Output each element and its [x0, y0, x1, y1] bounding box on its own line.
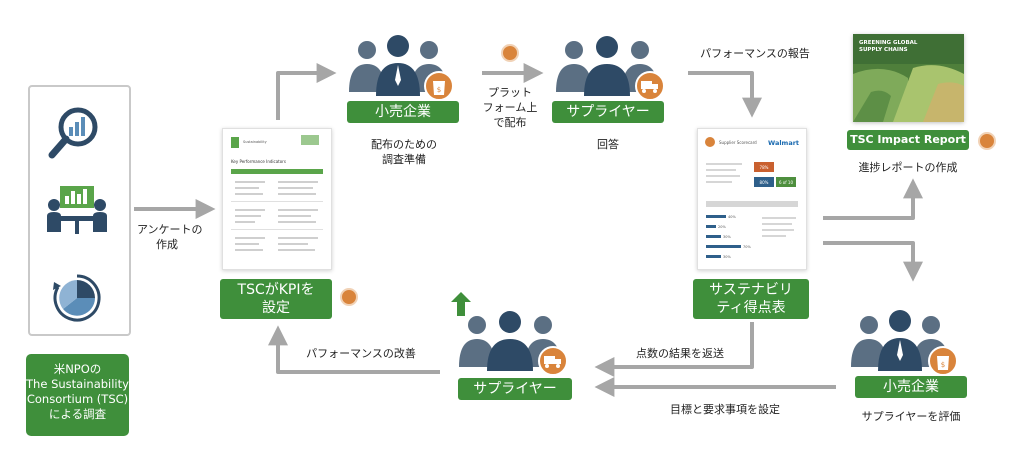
return-results-text: 点数の結果を返送 [636, 347, 724, 360]
magnifier-chart-icon [48, 107, 98, 159]
distribute-text: プラットフォーム上で配布 [482, 86, 538, 129]
svg-text:6 of 10: 6 of 10 [779, 180, 793, 185]
svg-text:Walmart: Walmart [768, 139, 799, 147]
perf-report-text: パフォーマンスの報告 [700, 47, 810, 60]
green-up-arrow [451, 292, 471, 316]
distribute-dot [501, 44, 519, 62]
kpi-dot [340, 288, 358, 306]
scorecard-bars: 40% 20% 30% 70% 30% [706, 215, 751, 259]
scorecard-bar [706, 235, 721, 238]
meeting-icon [47, 186, 107, 234]
pie-chart-icon [53, 274, 101, 322]
svg-text:Supplier Scorecard: Supplier Scorecard [719, 140, 757, 145]
prep-text: 配布のための調査準備 [371, 138, 437, 166]
arrow-scorecard-to-supplier [594, 322, 754, 377]
arrow-supplier-to-kpi [268, 325, 440, 374]
impact-report-dot [978, 132, 996, 150]
consortium-line-1: 米NPOの [53, 362, 102, 376]
supplier-bottom-label: サプライヤー [458, 378, 572, 400]
supplier-bottom-group-icon [459, 311, 568, 376]
retailer-bottom-group-icon: $ [851, 310, 958, 376]
svg-text:SUPPLY CHAINS: SUPPLY CHAINS [859, 47, 908, 53]
scorecard-bar-label: 40% [728, 215, 736, 219]
scorecard-bar-label: 30% [723, 255, 731, 259]
arrow-scorecard-to-retailer [823, 241, 923, 282]
scorecard-bar [706, 215, 726, 218]
scorecard-bar [706, 255, 721, 258]
consortium-line-4: による調査 [48, 407, 107, 421]
arrow-scorecard-to-report [823, 178, 923, 220]
survey-create-text: アンケートの作成 [137, 223, 203, 251]
targets-text: 目標と要求事項を設定 [670, 403, 780, 416]
supplier-top-label: サプライヤー [552, 101, 664, 123]
scorecard-document: Supplier Scorecard Walmart 78% 80% 6 of … [697, 128, 807, 270]
evaluate-text: サプライヤーを評価 [861, 410, 961, 423]
retailer-bottom-label: 小売企業 [855, 376, 967, 398]
retailer-top-label: 小売企業 [347, 101, 459, 123]
retailer-group-icon: $ [349, 35, 454, 101]
arrow-supplier-to-scorecard [688, 71, 762, 118]
scorecard-bar-label: 20% [718, 225, 726, 229]
scorecard-bar [706, 245, 741, 248]
scorecard-bar [706, 225, 716, 228]
scorecard-label: サステナビリティ得点表 [693, 279, 809, 319]
svg-text:Key Performance Indicators: Key Performance Indicators [231, 159, 286, 164]
svg-text:Sustainability: Sustainability [243, 140, 267, 144]
supplier-group-icon [556, 36, 665, 101]
improve-text: パフォーマンスの改善 [306, 347, 416, 360]
scorecard-bar-label: 30% [723, 235, 731, 239]
consortium-line-2: The Sustainability [26, 377, 129, 391]
svg-text:GREENING GLOBAL: GREENING GLOBAL [859, 40, 918, 46]
svg-text:$: $ [437, 86, 441, 94]
scorecard-bar-label: 70% [743, 245, 751, 249]
arrow-kpi-to-retailer [276, 63, 337, 120]
progress-report-text: 進捗レポートの作成 [858, 161, 958, 174]
consortium-label: 米NPOの The Sustainability Consortium (TSC… [26, 354, 129, 436]
svg-text:$: $ [941, 361, 945, 369]
answer-text: 回答 [597, 138, 619, 151]
kpi-document: Sustainability Key Performance Indicator… [222, 128, 332, 270]
kpi-label: TSCがKPIを設定 [220, 279, 332, 319]
impact-report-label: TSC Impact Report [847, 130, 969, 150]
svg-text:80%: 80% [760, 180, 769, 185]
report-cover: GREENING GLOBAL SUPPLY CHAINS [853, 34, 964, 122]
svg-text:78%: 78% [760, 165, 769, 170]
consortium-line-3: Consortium (TSC) [26, 392, 129, 406]
